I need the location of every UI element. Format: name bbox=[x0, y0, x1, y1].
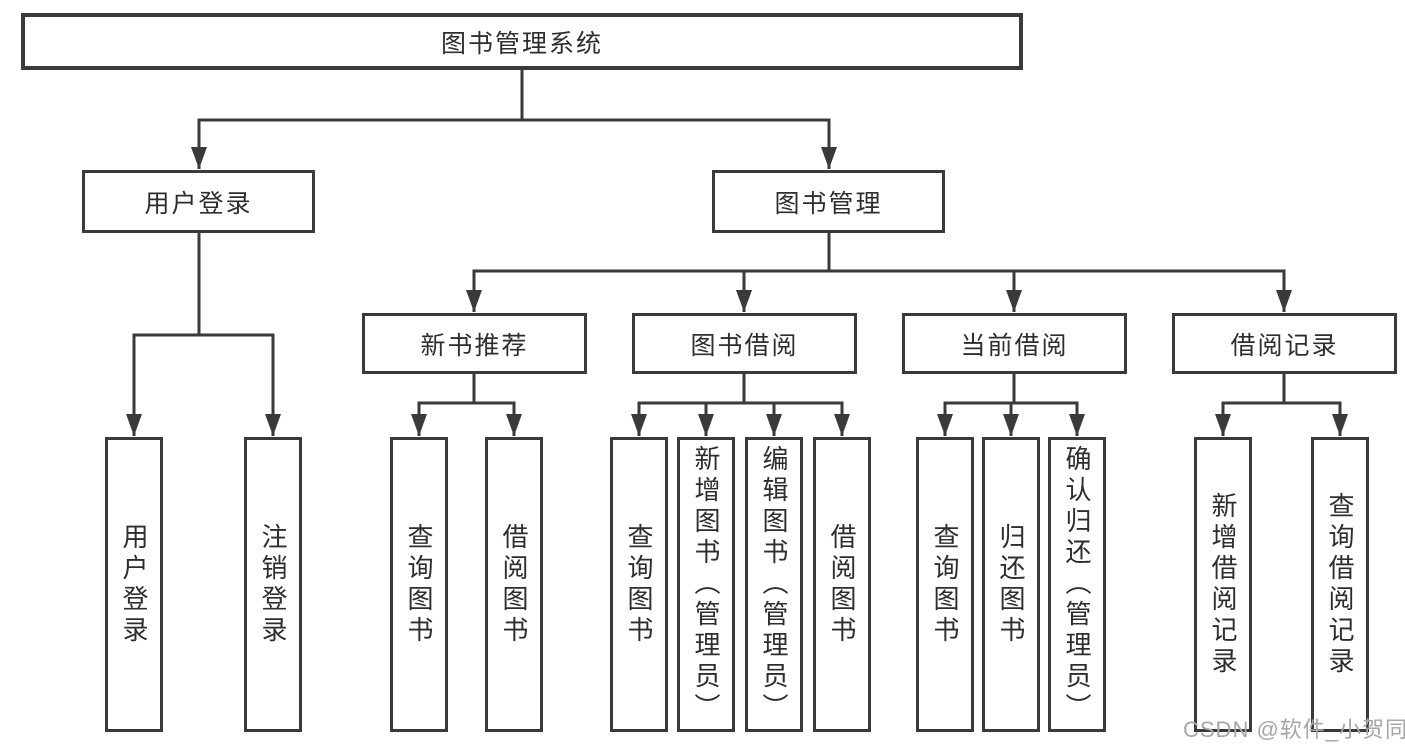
node-borrow-book-recommend: 借阅图书 bbox=[485, 437, 543, 732]
node-edit-book-admin: 编辑图书（管理员） bbox=[745, 437, 803, 732]
node-add-borrow-record: 新增借阅记录 bbox=[1194, 437, 1252, 732]
node-confirm-return-admin: 确认归还（管理员） bbox=[1048, 437, 1106, 732]
node-new-book-recommend: 新书推荐 bbox=[362, 313, 587, 374]
node-query-borrow-record: 查询借阅记录 bbox=[1311, 437, 1369, 732]
node-query-book-recommend: 查询图书 bbox=[390, 437, 448, 732]
node-login: 用户登录 bbox=[105, 437, 163, 732]
node-query-book-borrow: 查询图书 bbox=[610, 437, 668, 732]
node-logout: 注销登录 bbox=[244, 437, 302, 732]
node-book-borrow: 图书借阅 bbox=[632, 313, 857, 374]
node-library-system: 图书管理系统 bbox=[21, 13, 1023, 70]
node-user-login-module: 用户登录 bbox=[82, 170, 315, 233]
watermark: CSDN @软件_小贺同学 bbox=[1183, 717, 1405, 742]
node-add-book-admin: 新增图书（管理员） bbox=[677, 437, 735, 732]
node-return-book: 归还图书 bbox=[982, 437, 1040, 732]
node-borrow-book: 借阅图书 bbox=[813, 437, 871, 732]
node-current-borrow: 当前借阅 bbox=[902, 313, 1127, 374]
node-query-book-current: 查询图书 bbox=[916, 437, 974, 732]
node-borrow-records: 借阅记录 bbox=[1172, 313, 1397, 374]
node-book-management: 图书管理 bbox=[712, 170, 945, 233]
